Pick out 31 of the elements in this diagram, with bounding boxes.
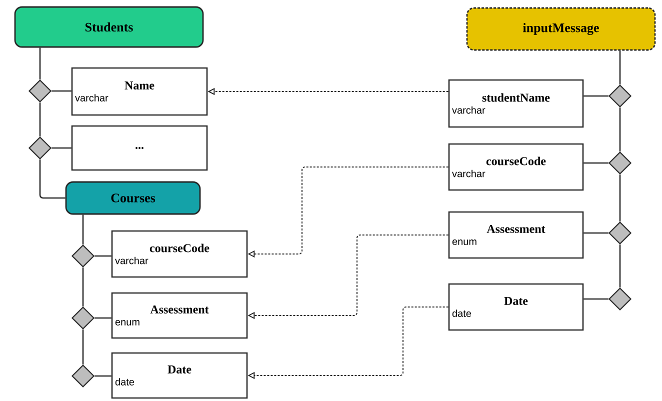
entity-header: Courses — [65, 181, 201, 215]
attribute-box: studentName varchar — [448, 79, 584, 128]
attribute-box: Name varchar — [71, 67, 208, 116]
connector-line — [94, 317, 112, 319]
attribute-box: courseCode varchar — [448, 143, 584, 191]
attribute-box: Assessment enum — [111, 292, 248, 339]
connector-line — [584, 298, 608, 300]
connector-line — [94, 375, 112, 377]
connector-line — [619, 244, 621, 288]
connector-line — [584, 232, 608, 234]
connector-line — [619, 174, 621, 222]
attribute-box: Date date — [111, 352, 248, 399]
connector-line — [82, 330, 84, 364]
connector-line — [82, 268, 84, 306]
entity-header: inputMessage — [466, 7, 656, 51]
connector-line — [39, 48, 41, 80]
connector-line — [82, 214, 84, 244]
connector-line — [94, 255, 112, 257]
connector-line — [39, 102, 41, 136]
connector-line — [52, 147, 72, 149]
entity-header: Students — [14, 6, 204, 48]
connector-line — [584, 95, 608, 97]
connector-line — [619, 108, 621, 152]
connector-line — [52, 90, 72, 92]
attribute-box: Assessment enum — [448, 211, 584, 259]
attribute-box: Date date — [448, 283, 584, 331]
connector-line — [619, 50, 621, 84]
attribute-box: courseCode varchar — [111, 230, 248, 278]
connector-line — [584, 162, 608, 164]
attribute-box: ... — [71, 125, 208, 171]
connector-line — [39, 160, 66, 199]
